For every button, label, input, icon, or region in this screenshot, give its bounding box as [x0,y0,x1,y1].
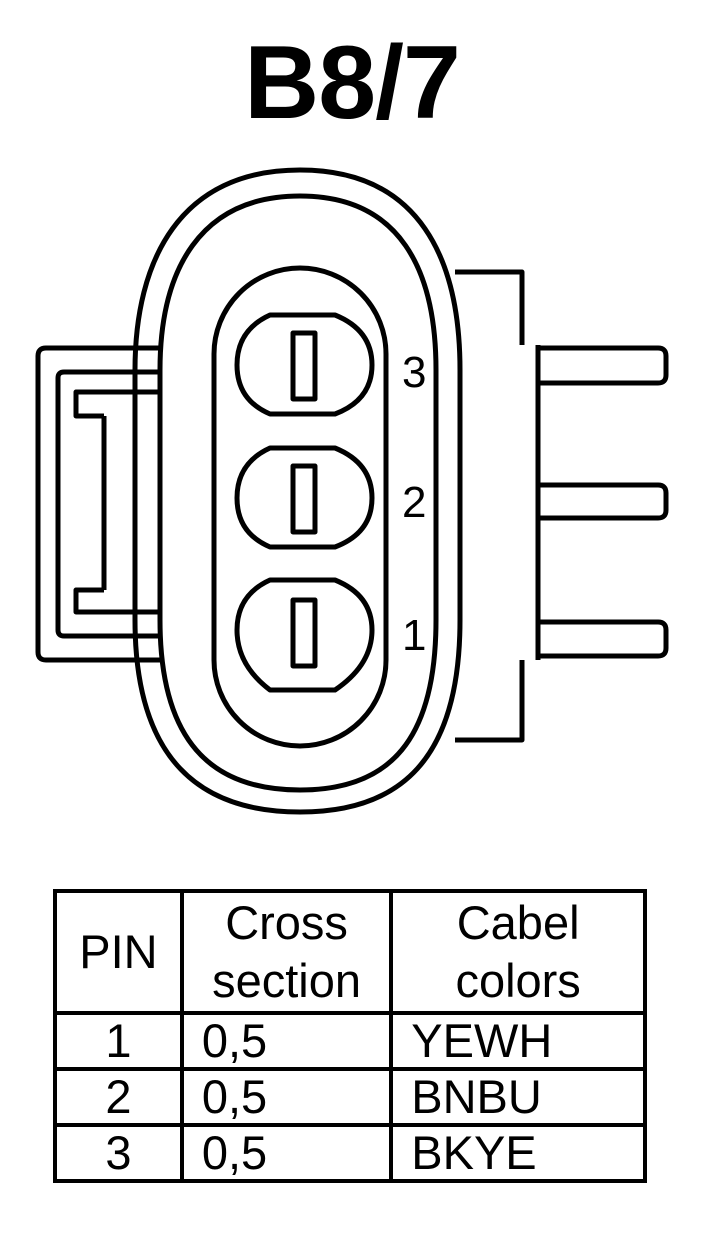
connector-title: B8/7 [244,25,461,141]
latch-slot-top [73,389,160,419]
cavity-frame [211,265,389,749]
terminal-tab-3 [538,345,669,386]
pin-label-3: 3 [402,348,426,397]
header-cable-colors: Cabel colors [389,889,647,1015]
cable-color-cell: YEWH [389,1011,647,1071]
pin-cell: 1 [53,1011,184,1071]
header-cross-section: Cross section [179,889,394,1015]
header-pin-label: PIN [79,925,158,978]
header-cross-line1: Cross [225,896,348,949]
cable-color-cell: BKYE [389,1123,647,1183]
header-color-line2: colors [455,954,581,1007]
pin-cell: 3 [53,1123,184,1183]
left-latch-inner [55,369,160,639]
housing-outer [132,167,463,815]
cross-section-cell: 0,5 [179,1123,394,1183]
pin-table: PIN Cross section Cabel colors 1 0,5 YEW… [53,889,647,1183]
latch-slot-bottom [73,587,160,615]
table-row: 3 0,5 BKYE [53,1123,647,1183]
cavity-2 [234,445,375,550]
table-header-row: PIN Cross section Cabel colors [53,889,647,1015]
table-row: 2 0,5 BNBU [53,1067,647,1127]
cable-color-cell: BNBU [389,1067,647,1127]
cross-section-cell: 0,5 [179,1067,394,1127]
right-bracket [455,269,525,345]
connector-diagram: 3 2 1 [35,167,669,815]
terminal-tab-1 [538,619,669,659]
cavity-3 [234,312,375,417]
left-latch [35,345,160,663]
right-bracket-lower [455,660,525,743]
pin-label-1: 1 [402,611,426,660]
header-cross-line2: section [212,954,362,1007]
pin-contact-2 [290,463,318,535]
cavity-1 [234,577,375,693]
header-color-line1: Cabel [456,896,580,949]
housing-middle [157,193,439,793]
cross-section-cell: 0,5 [179,1011,394,1071]
terminal-tab-2 [538,482,669,521]
pin-contact-3 [290,330,318,402]
table-row: 1 0,5 YEWH [53,1011,647,1071]
pin-label-2: 2 [402,478,426,527]
pin-cell: 2 [53,1067,184,1127]
pin-contact-1 [290,597,318,669]
header-pin: PIN [53,889,184,1015]
